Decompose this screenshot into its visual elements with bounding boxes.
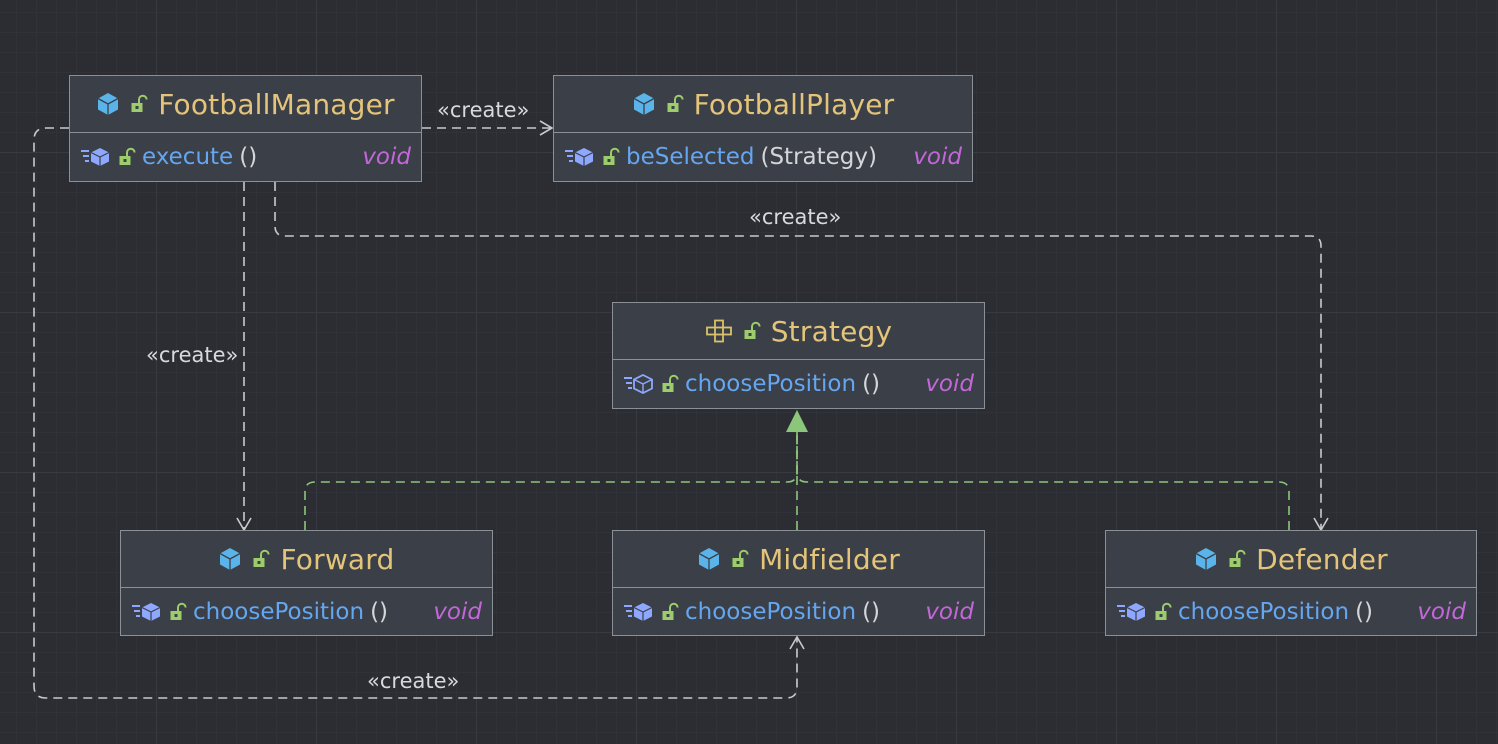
class-midfielder[interactable]: Midfielder choosePosition() void: [612, 530, 985, 636]
edge-manager-to-midfielder: [33, 127, 805, 699]
method-row[interactable]: choosePosition() void: [1106, 588, 1476, 636]
method-row[interactable]: choosePosition() void: [613, 360, 984, 408]
method-name: execute: [142, 144, 234, 170]
class-icon: [218, 547, 242, 571]
unlocked-icon: [252, 549, 271, 569]
class-name: Midfielder: [759, 542, 900, 576]
return-type: void: [1417, 599, 1466, 625]
return-type: void: [913, 144, 962, 170]
unlocked-icon: [661, 374, 679, 394]
class-header: Midfielder: [613, 531, 984, 588]
method-params: (Strategy): [760, 144, 877, 170]
method-icon: [564, 146, 596, 168]
unlocked-icon: [743, 321, 761, 341]
method-name: choosePosition: [1178, 599, 1350, 625]
method-row[interactable]: beSelected(Strategy) void: [554, 133, 972, 181]
return-type: void: [433, 599, 482, 625]
class-header: FootballPlayer: [554, 76, 972, 133]
class-icon: [1194, 547, 1218, 571]
method-name: beSelected: [626, 144, 755, 170]
return-type: void: [362, 144, 411, 170]
interface-strategy[interactable]: Strategy choosePosition() void: [612, 302, 985, 409]
unlocked-icon: [1154, 602, 1172, 622]
class-defender[interactable]: Defender choosePosition() void: [1105, 530, 1477, 636]
class-forward[interactable]: Forward choosePosition() void: [120, 530, 493, 636]
class-header: Strategy: [613, 303, 984, 360]
unlocked-icon: [661, 602, 679, 622]
unlocked-icon: [666, 94, 684, 114]
class-icon: [697, 547, 721, 571]
interface-icon: [705, 319, 733, 343]
edge-label-create-player: «create»: [437, 98, 530, 122]
abstract-method-icon: [623, 373, 655, 395]
method-icon: [1116, 601, 1148, 623]
class-name: Defender: [1256, 542, 1388, 576]
edge-label-create-forward: «create»: [146, 343, 239, 367]
method-params: (): [862, 599, 881, 625]
unlocked-icon: [118, 147, 136, 167]
unlocked-icon: [602, 147, 620, 167]
class-name: FootballPlayer: [693, 87, 895, 121]
unlocked-icon: [169, 602, 187, 622]
class-football-player[interactable]: FootballPlayer beSelected(Strategy) void: [553, 75, 973, 182]
method-name: choosePosition: [685, 599, 857, 625]
return-type: void: [925, 599, 974, 625]
interface-name: Strategy: [770, 314, 893, 348]
method-row[interactable]: choosePosition() void: [613, 588, 984, 636]
method-row[interactable]: execute() void: [70, 133, 421, 181]
unlocked-icon: [130, 94, 148, 114]
class-football-manager[interactable]: FootballManager execute() void: [69, 75, 422, 182]
unlocked-icon: [1228, 549, 1246, 569]
method-name: choosePosition: [685, 371, 857, 397]
edge-label-create-defender: «create»: [749, 205, 842, 229]
edge-manager-to-defender: [274, 182, 1329, 532]
edge-defender-implements: [796, 432, 1290, 530]
edge-label-create-midfielder: «create»: [367, 669, 460, 693]
class-name: FootballManager: [158, 87, 395, 121]
method-params: (): [239, 144, 258, 170]
edge-forward-implements: [304, 432, 798, 530]
class-header: FootballManager: [70, 76, 421, 133]
realization-arrowhead: [786, 410, 808, 432]
method-row[interactable]: choosePosition() void: [121, 588, 492, 636]
method-name: choosePosition: [193, 599, 365, 625]
class-name: Forward: [280, 542, 395, 576]
class-icon: [96, 92, 120, 116]
class-header: Defender: [1106, 531, 1476, 588]
return-type: void: [925, 371, 974, 397]
method-icon: [623, 601, 655, 623]
method-params: (): [370, 599, 389, 625]
class-icon: [632, 92, 656, 116]
unlocked-icon: [731, 549, 749, 569]
class-header: Forward: [121, 531, 492, 588]
method-icon: [80, 146, 112, 168]
method-params: (): [1355, 599, 1374, 625]
method-params: (): [862, 371, 881, 397]
method-icon: [131, 601, 163, 623]
